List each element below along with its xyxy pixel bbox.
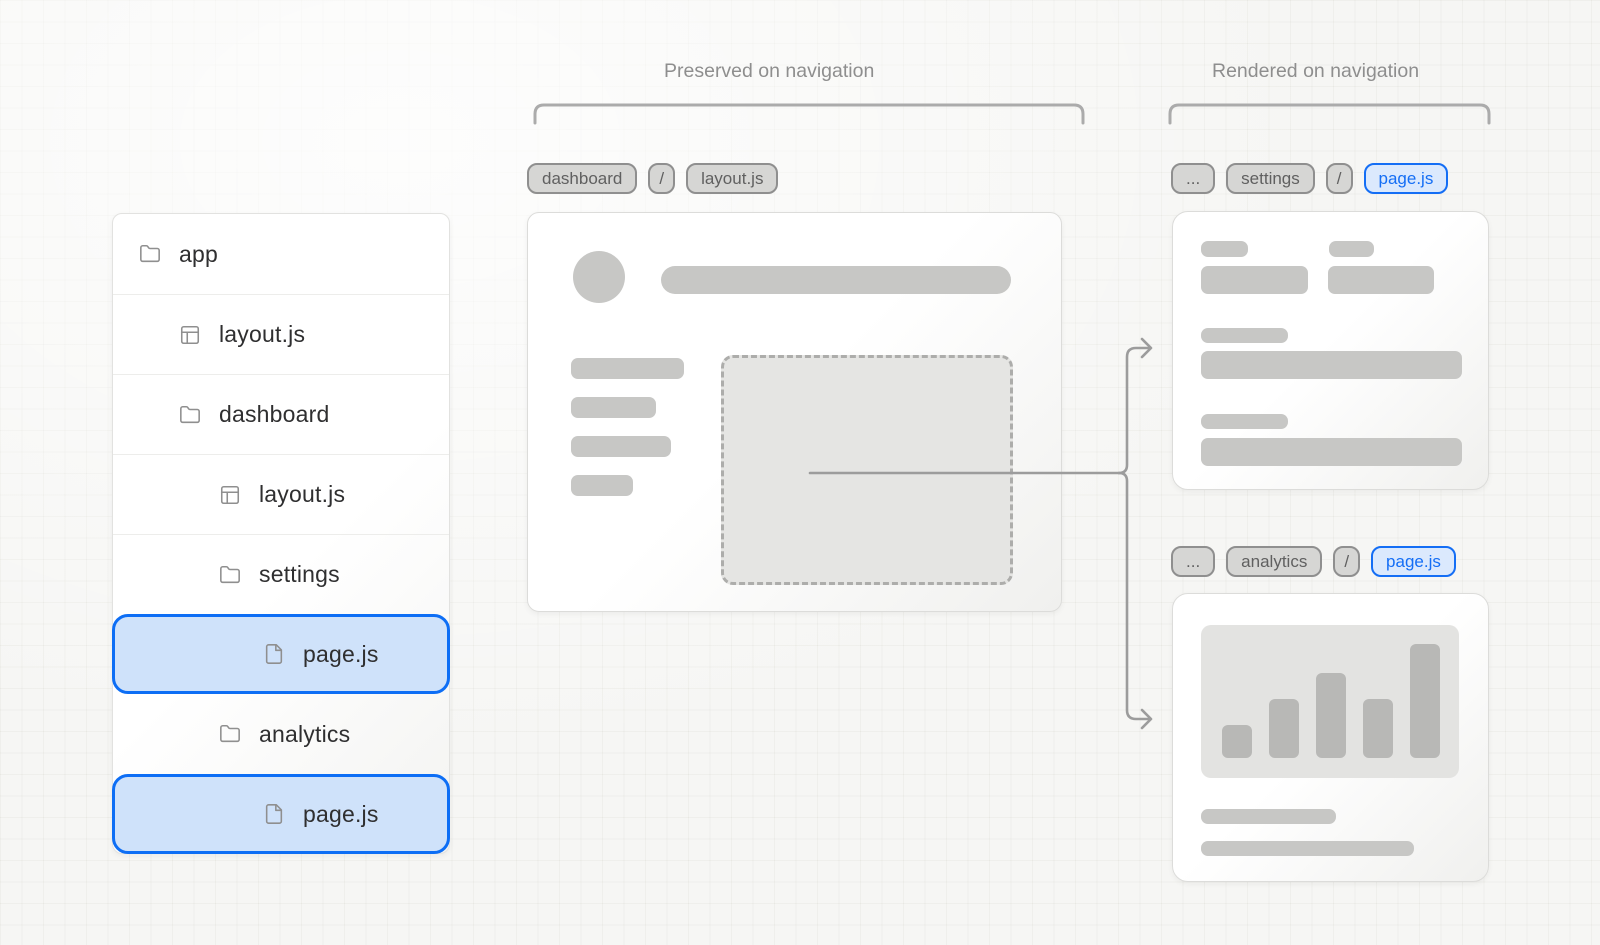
tree-item-app: app — [113, 214, 449, 294]
breadcrumb-preserved: dashboard / layout.js — [527, 163, 779, 194]
tree-item-label: layout.js — [259, 481, 346, 507]
breadcrumb-chip-layout-js: layout.js — [686, 163, 779, 194]
chart-bar — [1269, 699, 1299, 758]
file-tree: app layout.js dashboard layout.js settings pa… — [112, 213, 450, 854]
breadcrumb-chip--: ... — [1171, 546, 1216, 577]
breadcrumb-chip--: / — [1325, 163, 1353, 194]
folder-icon — [139, 243, 161, 265]
tree-item-page-js: page.js — [112, 614, 450, 694]
preserved-layout-card — [527, 212, 1062, 612]
preserved-on-navigation-label: Preserved on navigation — [664, 60, 875, 82]
tree-item-analytics: analytics — [113, 694, 449, 774]
text-line-placeholder — [1201, 841, 1414, 856]
rendered-on-navigation-label: Rendered on navigation — [1212, 60, 1420, 82]
breadcrumb-chip--: ... — [1171, 163, 1216, 194]
layout-icon — [219, 484, 241, 506]
nav-item-placeholder — [571, 436, 671, 457]
tree-item-layout-js: layout.js — [113, 294, 449, 374]
breadcrumb-chip-analytics: analytics — [1226, 546, 1323, 577]
arrowhead-top — [1140, 337, 1153, 359]
layout-icon — [179, 324, 201, 346]
file-icon — [263, 643, 285, 665]
breadcrumb-chip--: / — [1333, 546, 1361, 577]
analytics-page-card — [1172, 593, 1489, 882]
input-placeholder — [1201, 438, 1462, 466]
settings-page-card — [1172, 211, 1489, 490]
tree-item-layout-js: layout.js — [113, 454, 449, 534]
tree-item-label: settings — [259, 561, 340, 587]
field-label-placeholder — [1329, 241, 1374, 257]
tree-item-label: layout.js — [219, 321, 306, 347]
breadcrumb-rendered-analytics: ... analytics / page.js — [1171, 546, 1456, 577]
tree-item-label: analytics — [259, 720, 351, 747]
avatar-placeholder — [573, 251, 625, 303]
tree-item-label: app — [179, 240, 218, 267]
tree-item-label: dashboard — [219, 401, 330, 427]
breadcrumb-chip-settings: settings — [1226, 163, 1315, 194]
input-placeholder — [1328, 266, 1434, 294]
nav-item-placeholder — [571, 397, 656, 418]
page-slot-placeholder — [721, 355, 1013, 585]
bracket-preserved — [533, 103, 1085, 125]
tree-item-label: page.js — [303, 800, 379, 827]
chart-bar — [1363, 699, 1393, 758]
input-placeholder — [1201, 351, 1462, 379]
field-label-placeholder — [1201, 414, 1288, 429]
bar-chart-placeholder — [1201, 625, 1459, 778]
nav-item-placeholder — [571, 475, 633, 496]
tree-item-page-js: page.js — [112, 774, 450, 854]
field-label-placeholder — [1201, 241, 1248, 257]
file-icon — [263, 803, 285, 825]
header-bar-placeholder — [661, 266, 1011, 294]
folder-icon — [219, 564, 241, 586]
breadcrumb-chip--: / — [648, 163, 676, 194]
chart-bar — [1316, 673, 1346, 758]
breadcrumb-chip-page-js: page.js — [1371, 546, 1456, 577]
breadcrumb-rendered-settings: ... settings / page.js — [1171, 163, 1449, 194]
nav-item-placeholder — [571, 358, 684, 379]
field-label-placeholder — [1201, 328, 1288, 343]
breadcrumb-chip-page-js: page.js — [1363, 163, 1449, 194]
bracket-rendered — [1168, 103, 1491, 125]
chart-bar — [1222, 725, 1252, 758]
chart-bar — [1410, 644, 1440, 758]
arrowhead-bottom — [1140, 708, 1153, 730]
folder-icon — [179, 404, 201, 426]
tree-item-label: page.js — [303, 640, 379, 667]
breadcrumb-chip-dashboard: dashboard — [527, 163, 638, 194]
input-placeholder — [1201, 266, 1308, 294]
text-line-placeholder — [1201, 809, 1336, 824]
tree-item-dashboard: dashboard — [113, 374, 449, 454]
tree-item-settings: settings — [113, 534, 449, 614]
folder-icon — [219, 723, 241, 745]
